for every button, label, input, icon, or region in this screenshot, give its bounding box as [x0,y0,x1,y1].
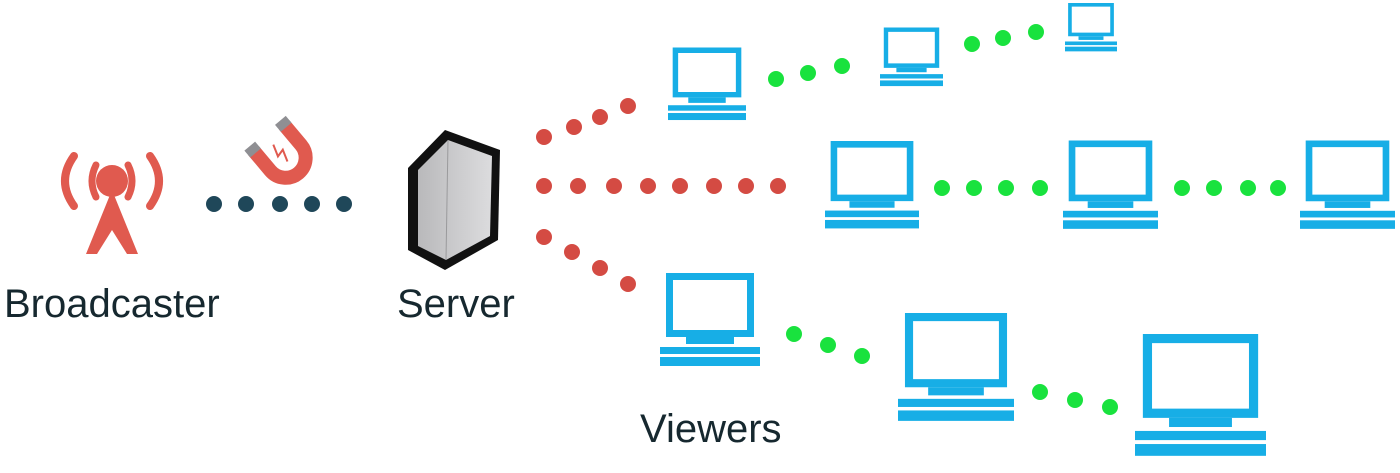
viewer-9-monitor-icon [1135,334,1266,456]
peer-dot-2 [800,65,816,81]
peer-dot-18 [1032,384,1048,400]
viewers-label: Viewers [640,407,782,451]
ingest-dot-3 [272,196,288,212]
server-dot-13 [536,229,552,245]
viewer-1-monitor-icon [668,47,746,121]
server-dot-8 [640,178,656,194]
magnet-icon [244,115,313,185]
server-dot-4 [620,98,636,114]
server-dot-10 [706,178,722,194]
broadcaster-icon [61,152,163,254]
ingest-dot-5 [336,196,352,212]
peer-dot-5 [995,30,1011,46]
server-dot-6 [570,178,586,194]
server-icon [408,130,500,270]
viewer-7-monitor-icon [1300,140,1395,229]
peer-dot-7 [934,180,950,196]
viewer-4-monitor-icon [880,27,943,87]
viewer-5-monitor-icon [1065,3,1117,52]
server-dot-16 [620,276,636,292]
ingest-dot-2 [238,196,254,212]
server-dots [536,98,786,292]
ingest-dot-1 [206,196,222,212]
dot-links [206,24,1286,415]
peer-dot-20 [1102,399,1118,415]
peer-dot-6 [1028,24,1044,40]
peer-dot-16 [820,337,836,353]
server-dot-9 [672,178,688,194]
server-dot-14 [564,244,580,260]
peer-dot-11 [1174,180,1190,196]
server-dot-2 [566,119,582,135]
ingest-dots [206,196,352,212]
peer-dot-19 [1067,392,1083,408]
server-dot-15 [592,260,608,276]
peer-dot-13 [1240,180,1256,196]
viewer-6-monitor-icon [1063,140,1158,229]
peer-dot-14 [1270,180,1286,196]
server-dot-11 [738,178,754,194]
server-dot-12 [770,178,786,194]
peer-dot-15 [786,326,802,342]
peer-dot-9 [998,180,1014,196]
peer-dot-1 [768,71,784,87]
server-label: Server [397,282,515,326]
viewer-8-monitor-icon [898,313,1014,421]
viewer-3-monitor-icon [660,273,760,366]
broadcaster-label: Broadcaster [4,282,220,326]
peer-dot-10 [1032,180,1048,196]
peer-dot-3 [834,58,850,74]
server-dot-5 [536,178,552,194]
peer-dots [768,24,1286,415]
peer-dot-4 [964,36,980,52]
peer-dot-17 [854,348,870,364]
peer-dot-12 [1206,180,1222,196]
peer-dot-8 [966,180,982,196]
ingest-dot-4 [304,196,320,212]
server-dot-3 [592,109,608,125]
server-dot-1 [536,129,552,145]
viewer-2-monitor-icon [825,141,919,229]
viewer-monitors [660,3,1395,456]
server-dot-7 [606,178,622,194]
